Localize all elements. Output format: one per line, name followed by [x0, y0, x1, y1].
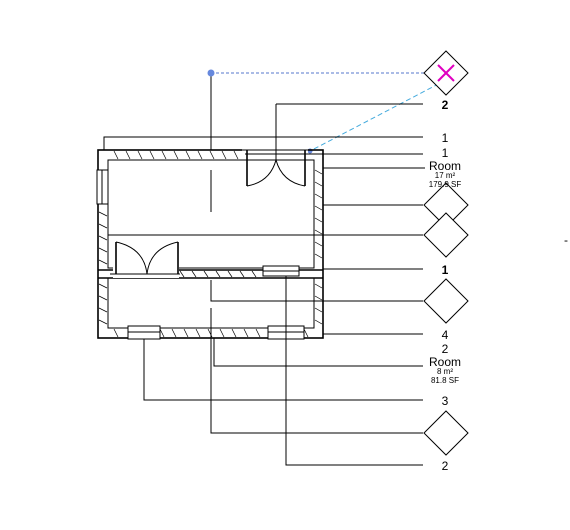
room-1-name: Room	[429, 159, 461, 173]
window-bottom-left[interactable]	[127, 325, 161, 340]
room-2-area-sf: 81.8 SF	[431, 376, 459, 385]
control-point-grip[interactable]	[207, 69, 215, 77]
door-mid-double[interactable]	[110, 241, 180, 278]
tag-diamond-room2[interactable]	[423, 278, 469, 324]
section-leader-dashed-diagonal	[311, 79, 447, 151]
tag-wall-bottom-2[interactable]: 2	[442, 342, 449, 356]
tag-diamond-door-mid[interactable]	[423, 212, 469, 258]
tag-section-top[interactable]: 2	[442, 98, 449, 112]
tag-wall-top-2[interactable]: 1	[442, 146, 449, 160]
section-head-x-icon	[437, 64, 455, 82]
tag-diamond-bottom[interactable]	[423, 410, 469, 456]
room-1-area-m2: 17 m²	[435, 171, 456, 180]
leader-lines	[103, 103, 425, 466]
window-left[interactable]	[96, 169, 109, 205]
tag-wall-lower[interactable]: 4	[442, 328, 449, 342]
room-2-name: Room	[429, 355, 461, 369]
room-1-area-sf: 179.9 SF	[429, 180, 462, 189]
tag-wall-mid[interactable]: 1	[442, 263, 449, 277]
tag-window-bottom[interactable]: 3	[442, 394, 449, 408]
room-2-area-m2: 8 m²	[437, 367, 453, 376]
room-tag-1[interactable]: Room 17 m² 179.9 SF	[429, 159, 462, 189]
door-top-double[interactable]	[242, 104, 308, 187]
room-tag-2[interactable]: Room 8 m² 81.8 SF	[429, 355, 461, 385]
tag-door-bottom[interactable]: 2	[442, 459, 449, 473]
tag-wall-top-1[interactable]: 1	[442, 131, 449, 145]
section-marker[interactable]	[207, 50, 469, 154]
window-partition[interactable]	[262, 265, 300, 277]
view-edge-label: -	[564, 233, 568, 247]
